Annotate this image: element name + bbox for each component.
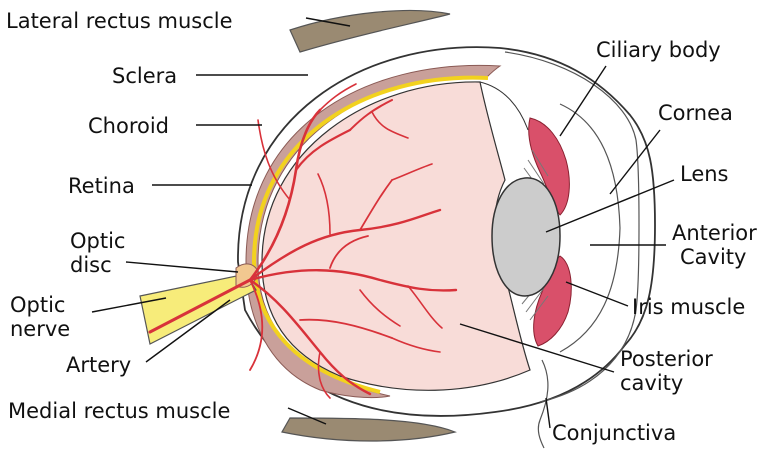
lens-shape	[492, 178, 560, 296]
lateral-rectus-muscle	[290, 11, 450, 52]
label-optic-disc-line1: Optic	[70, 229, 125, 253]
label-posterior-cavity-line2: cavity	[620, 371, 683, 395]
label-medial-rectus-muscle: Medial rectus muscle	[8, 399, 230, 423]
medial-rectus-muscle	[282, 418, 455, 441]
label-iris-muscle: Iris muscle	[632, 295, 745, 319]
label-optic-disc-line2: disc	[70, 253, 112, 277]
label-ciliary-body: Ciliary body	[596, 38, 721, 62]
label-artery: Artery	[66, 353, 131, 377]
label-sclera: Sclera	[112, 64, 177, 88]
label-lateral-rectus-muscle: Lateral rectus muscle	[6, 9, 233, 33]
label-retina: Retina	[68, 174, 135, 198]
label-cornea: Cornea	[658, 101, 733, 125]
label-posterior-cavity-line1: Posterior	[620, 347, 713, 371]
label-optic-nerve-line2: nerve	[10, 317, 70, 341]
label-choroid: Choroid	[88, 114, 169, 138]
label-conjunctiva: Conjunctiva	[552, 421, 676, 445]
label-anterior-cavity-line1: Anterior	[672, 221, 757, 245]
label-anterior-cavity-line2: Cavity	[680, 245, 746, 269]
label-optic-nerve-line1: Optic	[10, 293, 65, 317]
label-lens: Lens	[680, 162, 729, 186]
